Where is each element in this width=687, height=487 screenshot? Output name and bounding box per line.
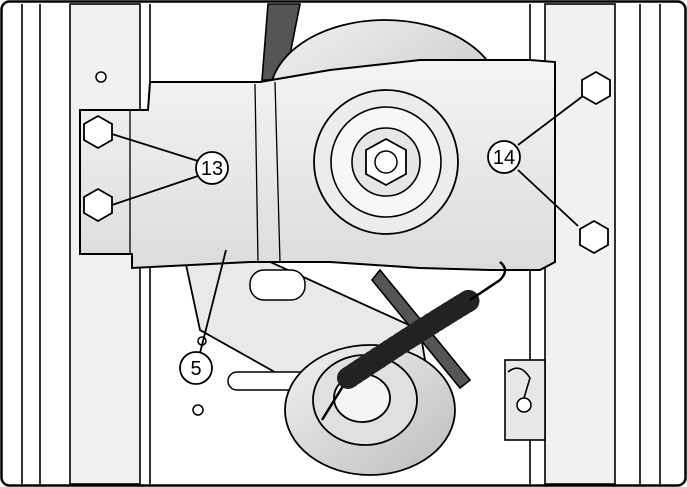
spring-coils xyxy=(337,289,481,389)
bolt-14-lower xyxy=(579,219,609,255)
callout-5: 5 xyxy=(179,351,213,385)
callout-14-circle xyxy=(487,140,521,174)
leader-14-upper xyxy=(517,95,584,146)
tension-spring xyxy=(320,261,507,421)
pin-head xyxy=(516,397,532,413)
leader-lines xyxy=(111,95,584,354)
bolts-13 xyxy=(83,114,113,223)
callout-5-label: 5 xyxy=(190,358,201,380)
callout-14: 14 xyxy=(487,140,521,174)
hole-bottom-left xyxy=(192,404,204,416)
bracket-5 xyxy=(79,59,556,271)
leader-5 xyxy=(199,249,227,354)
hole-top-left xyxy=(95,71,107,83)
idler-arm-slot xyxy=(249,269,306,301)
cotter-pin xyxy=(504,359,546,441)
hairpin-clip xyxy=(507,367,531,399)
bolt-14-upper xyxy=(581,70,611,106)
bolt-13-upper xyxy=(83,114,113,150)
leader-13-lower xyxy=(111,175,199,206)
callout-13: 13 xyxy=(195,151,229,185)
bracket-bend-line xyxy=(254,83,259,263)
bracket-bend-line-2 xyxy=(274,81,281,263)
bolts-14 xyxy=(579,70,611,255)
callout-5-circle xyxy=(179,351,213,385)
callout-13-circle xyxy=(195,151,229,185)
callout-13-label: 13 xyxy=(201,158,223,180)
callout-14-label: 14 xyxy=(493,147,515,169)
bolt-13-lower xyxy=(83,187,113,223)
pulley-nut-bore xyxy=(374,150,398,174)
spring-hook-upper xyxy=(469,261,507,302)
leader-14-lower xyxy=(517,169,579,227)
leader-13-upper xyxy=(111,133,199,162)
